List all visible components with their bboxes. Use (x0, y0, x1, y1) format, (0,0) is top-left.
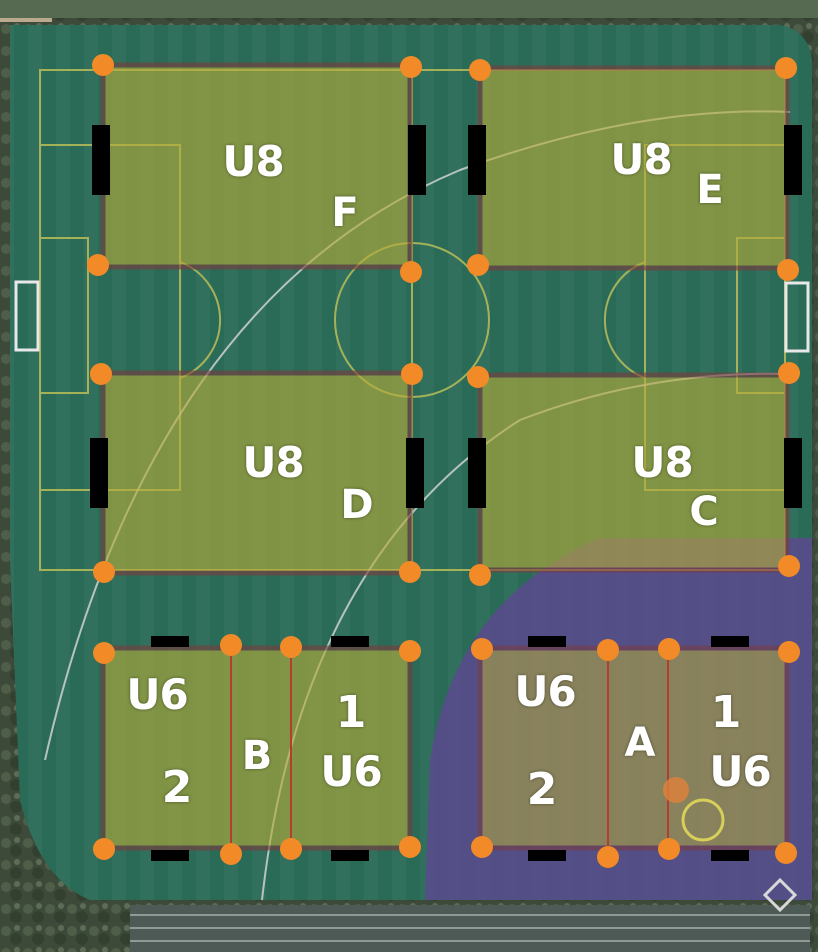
field-B-area (100, 645, 413, 851)
field-F-age-label: U8 (222, 137, 284, 186)
field-B-sub1-age: U6 (320, 747, 382, 796)
field-B-letter: B (241, 733, 273, 779)
orange-cone-marker-icon (87, 54, 800, 868)
field-C-letter: C (689, 489, 719, 535)
field-D-letter: D (340, 482, 374, 528)
field-E-age-label: U8 (610, 135, 672, 184)
field-A-sub1-age: U6 (709, 747, 771, 796)
field-A-sub1-number: 1 (710, 687, 742, 738)
bleacher-rows (130, 914, 810, 942)
field-A-sub2-age: U6 (514, 667, 576, 716)
field-B-sub2-number: 2 (161, 762, 193, 813)
field-B-sub1-number: 1 (335, 687, 367, 738)
home-plate (762, 877, 798, 913)
field-B-sub2-age: U6 (126, 670, 188, 719)
field-A-sub2-number: 2 (526, 764, 558, 815)
field-E-letter: E (696, 167, 724, 213)
pitching-mound (681, 798, 725, 842)
u6-divider-lines (230, 648, 669, 848)
field-C-age-label: U8 (631, 438, 693, 487)
right-goal-frame (784, 281, 810, 353)
field-F-letter: F (331, 190, 359, 236)
left-goal-frame (14, 280, 40, 352)
field-A-letter: A (624, 720, 656, 766)
field-D-area (100, 370, 413, 576)
field-D-age-label: U8 (242, 438, 304, 487)
field-C-area (477, 372, 790, 573)
top-edge (0, 0, 818, 18)
portable-goal-icon (90, 125, 802, 861)
orange-cone-marker-icon (663, 777, 689, 803)
field-A-area (477, 645, 790, 851)
